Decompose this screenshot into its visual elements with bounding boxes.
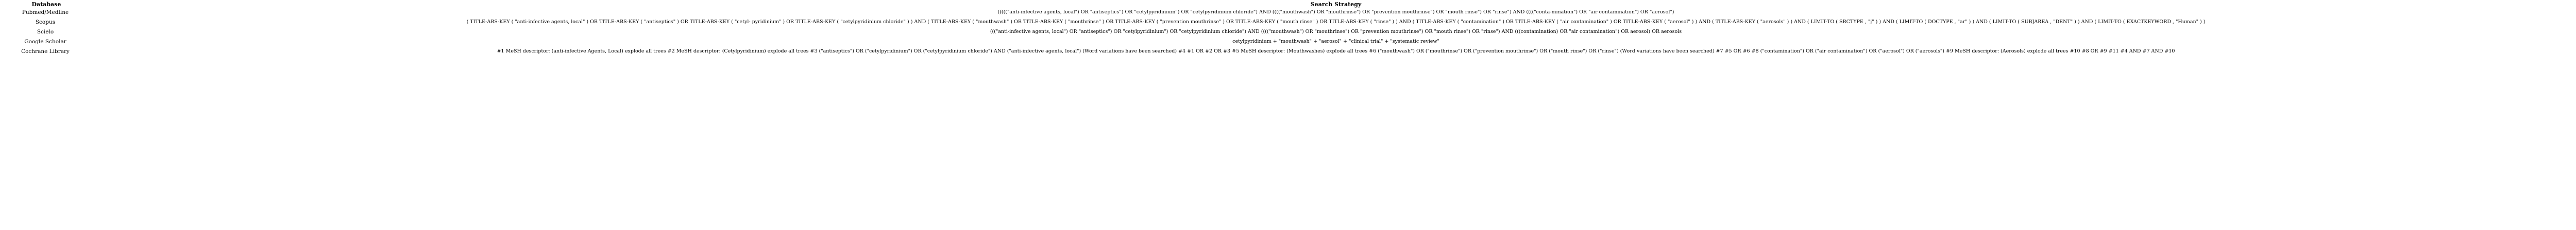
- cell-database-google-scholar: Google Scholar: [24, 39, 66, 45]
- table-row: Google Scholar cetylpyridinium + "mouthw…: [0, 39, 2576, 48]
- cell-strategy-pubmed-medline: ((((("anti-infective agents, local") OR …: [93, 9, 2576, 19]
- strategy-text: ((((("anti-infective agents, local") OR …: [997, 9, 1674, 15]
- cell-strategy-google-scholar: cetylpyridinium + "mouthwash" + "aerosol…: [93, 39, 2576, 48]
- strategy-text: #1 MeSH descriptor: (anti-infective Agen…: [497, 48, 2175, 54]
- strategy-text: ( TITLE-ABS-KEY ( "anti-infective agents…: [466, 19, 2206, 25]
- column-header-search-strategy: Search Strategy: [1310, 1, 1362, 8]
- cell-database-pubmed-medline: Pubmed/Medline: [22, 9, 69, 15]
- table-row: Cochrane Library #1 MeSH descriptor: (an…: [0, 48, 2576, 58]
- cell-database-scielo: Scielo: [37, 29, 54, 35]
- search-strategy-table: Database Search Strategy Pubmed/Medline …: [0, 0, 2576, 58]
- strategy-text: ((("anti-infective agents, local") OR "a…: [990, 29, 1682, 34]
- table-body: Pubmed/Medline ((((("anti-infective agen…: [0, 9, 2576, 58]
- table-row: Pubmed/Medline ((((("anti-infective agen…: [0, 9, 2576, 19]
- table-row: Scielo ((("anti-infective agents, local"…: [0, 29, 2576, 39]
- cell-strategy-scopus: ( TITLE-ABS-KEY ( "anti-infective agents…: [93, 19, 2576, 29]
- cell-database-cochrane-library: Cochrane Library: [21, 48, 70, 55]
- column-header-database: Database: [31, 1, 61, 8]
- cell-database-scopus: Scopus: [35, 19, 56, 25]
- table-row: Scopus ( TITLE-ABS-KEY ( "anti-infective…: [0, 19, 2576, 29]
- cell-strategy-cochrane-library: #1 MeSH descriptor: (anti-infective Agen…: [93, 48, 2576, 58]
- cell-strategy-scielo: ((("anti-infective agents, local") OR "a…: [93, 29, 2576, 39]
- strategy-text: cetylpyridinium + "mouthwash" + "aerosol…: [1232, 39, 1439, 44]
- table-header: Database Search Strategy: [0, 0, 2576, 9]
- table-header-row: Database Search Strategy: [0, 0, 2576, 9]
